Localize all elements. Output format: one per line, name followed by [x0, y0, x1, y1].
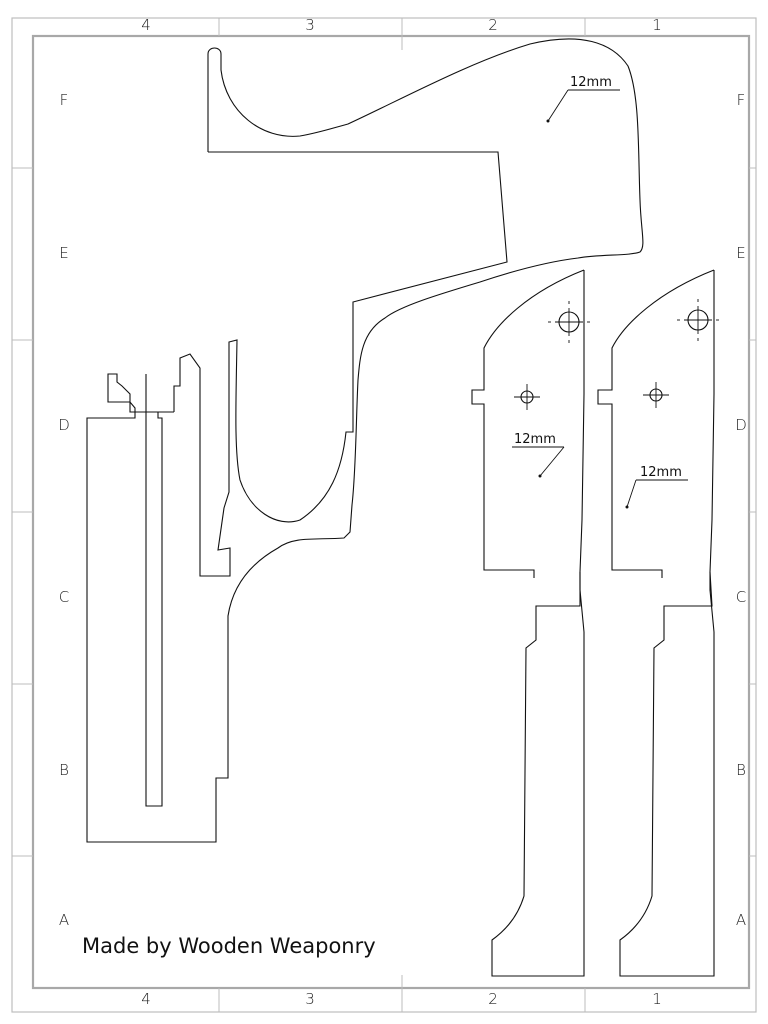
column-label-1-top: 1 — [652, 16, 662, 34]
column-label-3-top: 3 — [305, 16, 315, 34]
dimension-label-top: 12mm — [570, 75, 612, 90]
outer-border — [11, 17, 757, 1013]
dimension-callout-left-grip: 12mm — [512, 432, 565, 478]
dimension-label-left-grip: 12mm — [514, 432, 556, 447]
row-label-b-right: B — [736, 761, 746, 779]
column-label-4-top: 4 — [141, 16, 151, 34]
frame-upper-linkage — [173, 151, 508, 577]
slide-bar-piece — [145, 374, 174, 807]
row-label-d-left: D — [58, 416, 70, 434]
left-grip-piece — [471, 269, 585, 977]
row-label-c-left: C — [59, 588, 69, 606]
row-label-d-right: D — [735, 416, 747, 434]
row-label-c-right: C — [736, 588, 746, 606]
left-grip-step — [579, 572, 585, 633]
left-grip-upper-hole — [548, 301, 590, 343]
row-ticks — [12, 167, 756, 857]
right-grip-upper-hole — [677, 299, 719, 341]
column-label-4-bottom: 4 — [141, 990, 151, 1008]
row-label-e-left: E — [59, 244, 68, 262]
right-grip-lower-hole — [643, 382, 669, 408]
right-grip-step — [709, 572, 715, 633]
row-label-b-left: B — [59, 761, 69, 779]
right-grip-piece — [597, 269, 715, 977]
dimension-callout-right-grip: 12mm — [625, 465, 688, 509]
column-label-2-bottom: 2 — [488, 990, 498, 1008]
column-label-2-top: 2 — [488, 16, 498, 34]
frame-top-piece — [86, 38, 644, 843]
row-label-f-right: F — [737, 91, 746, 109]
column-label-1-bottom: 1 — [652, 990, 662, 1008]
credit-text: Made by Wooden Weaponry — [82, 934, 376, 958]
dimension-label-right-grip: 12mm — [640, 465, 682, 480]
row-label-a-right: A — [736, 911, 746, 929]
dimension-callout-top: 12mm — [546, 75, 620, 123]
row-label-e-right: E — [736, 244, 745, 262]
row-label-a-left: A — [59, 911, 69, 929]
column-ticks — [218, 18, 586, 1012]
left-grip-lower-hole — [514, 384, 540, 410]
row-label-f-left: F — [60, 91, 69, 109]
inner-border — [31, 34, 751, 990]
column-label-3-bottom: 3 — [305, 990, 315, 1008]
